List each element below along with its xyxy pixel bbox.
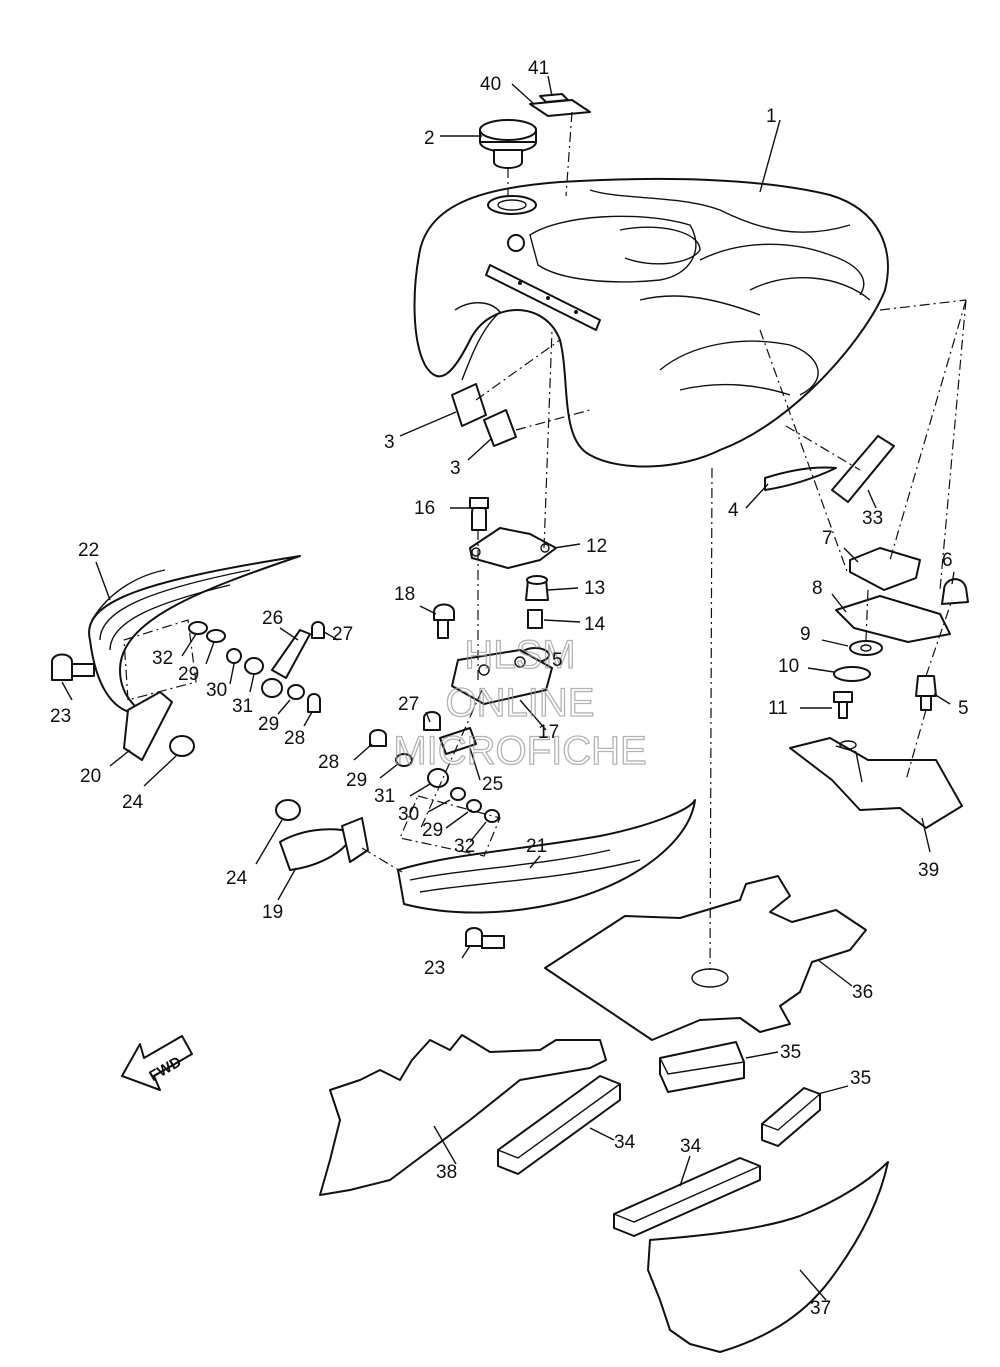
callout-5: 5 <box>552 650 563 671</box>
callout-41: 41 <box>528 58 549 79</box>
damper-pads <box>451 383 517 447</box>
callout-29: 29 <box>422 820 443 841</box>
protector-sheet-left <box>319 1034 607 1196</box>
rear-mount-parts <box>789 547 969 829</box>
callout-31: 31 <box>374 786 395 807</box>
callout-8: 8 <box>812 578 823 599</box>
callout-29: 29 <box>346 770 367 791</box>
callout-3: 3 <box>450 458 461 479</box>
left-side-cover <box>51 555 301 761</box>
callout-24: 24 <box>122 792 144 813</box>
callout-30: 30 <box>206 680 227 701</box>
callout-10: 10 <box>778 656 799 677</box>
callout-35: 35 <box>780 1042 801 1063</box>
callout-17: 17 <box>538 722 559 743</box>
tank-mat <box>544 875 867 1041</box>
callout-22: 22 <box>78 540 99 561</box>
watermark-line-1: HLSM <box>464 633 575 677</box>
callout-9: 9 <box>800 624 811 645</box>
callout-31: 31 <box>232 696 253 717</box>
fwd-arrow-icon: FWD <box>121 1035 193 1091</box>
callout-23: 23 <box>424 958 445 979</box>
watermark: HLSM ONLINE MICROFICHE <box>393 632 648 773</box>
callout-12: 12 <box>586 536 607 557</box>
callout-3: 3 <box>384 432 395 453</box>
callout-40: 40 <box>480 74 501 95</box>
callout-5: 5 <box>958 698 969 719</box>
center-fittings <box>369 711 500 823</box>
callout-27: 27 <box>398 694 419 715</box>
callout-2: 2 <box>424 128 435 149</box>
front-mount-parts <box>433 497 557 705</box>
callout-24: 24 <box>226 868 248 889</box>
watermark-line-2: ONLINE <box>446 681 595 725</box>
callout-23: 23 <box>50 706 71 727</box>
callout-37: 37 <box>810 1298 831 1319</box>
fuel-cap <box>479 119 537 169</box>
callout-19: 19 <box>262 902 283 923</box>
caution-sticker <box>831 435 895 503</box>
callout-13: 13 <box>584 578 605 599</box>
label-decal <box>529 93 591 117</box>
callout-6: 6 <box>942 550 953 571</box>
callout-4: 4 <box>728 500 739 521</box>
callout-36: 36 <box>852 982 873 1003</box>
callout-30: 30 <box>398 804 419 825</box>
callout-25: 25 <box>482 774 503 795</box>
tank-sticker <box>764 466 837 491</box>
callout-33: 33 <box>862 508 883 529</box>
callout-18: 18 <box>394 584 415 605</box>
callout-27: 27 <box>332 624 353 645</box>
callout-14: 14 <box>584 614 606 635</box>
callout-11: 11 <box>768 698 788 719</box>
callout-21: 21 <box>526 836 547 857</box>
callout-28: 28 <box>284 728 305 749</box>
callout-labels: 1 2 3 3 4 5 5 6 7 8 9 10 11 12 13 14 16 … <box>50 58 969 1319</box>
callout-29: 29 <box>178 664 199 685</box>
callout-32: 32 <box>454 836 475 857</box>
callout-34: 34 <box>614 1132 636 1153</box>
right-side-cover <box>275 799 696 949</box>
callout-26: 26 <box>262 608 283 629</box>
callout-16: 16 <box>414 498 435 519</box>
callout-39: 39 <box>918 860 939 881</box>
callout-29: 29 <box>258 714 279 735</box>
protector-sheet-right <box>647 1161 889 1353</box>
callout-1: 1 <box>766 106 777 127</box>
callout-34: 34 <box>680 1136 702 1157</box>
callout-38: 38 <box>436 1162 457 1183</box>
fuel-tank <box>413 177 889 468</box>
callout-32: 32 <box>152 648 173 669</box>
callout-28: 28 <box>318 752 339 773</box>
callout-7: 7 <box>822 528 833 549</box>
left-fittings <box>188 621 325 713</box>
callout-35: 35 <box>850 1068 871 1089</box>
callout-20: 20 <box>80 766 101 787</box>
foam-pads <box>497 1041 821 1237</box>
leader-lines <box>61 75 967 1301</box>
watermark-line-3: MICROFICHE <box>393 729 646 773</box>
